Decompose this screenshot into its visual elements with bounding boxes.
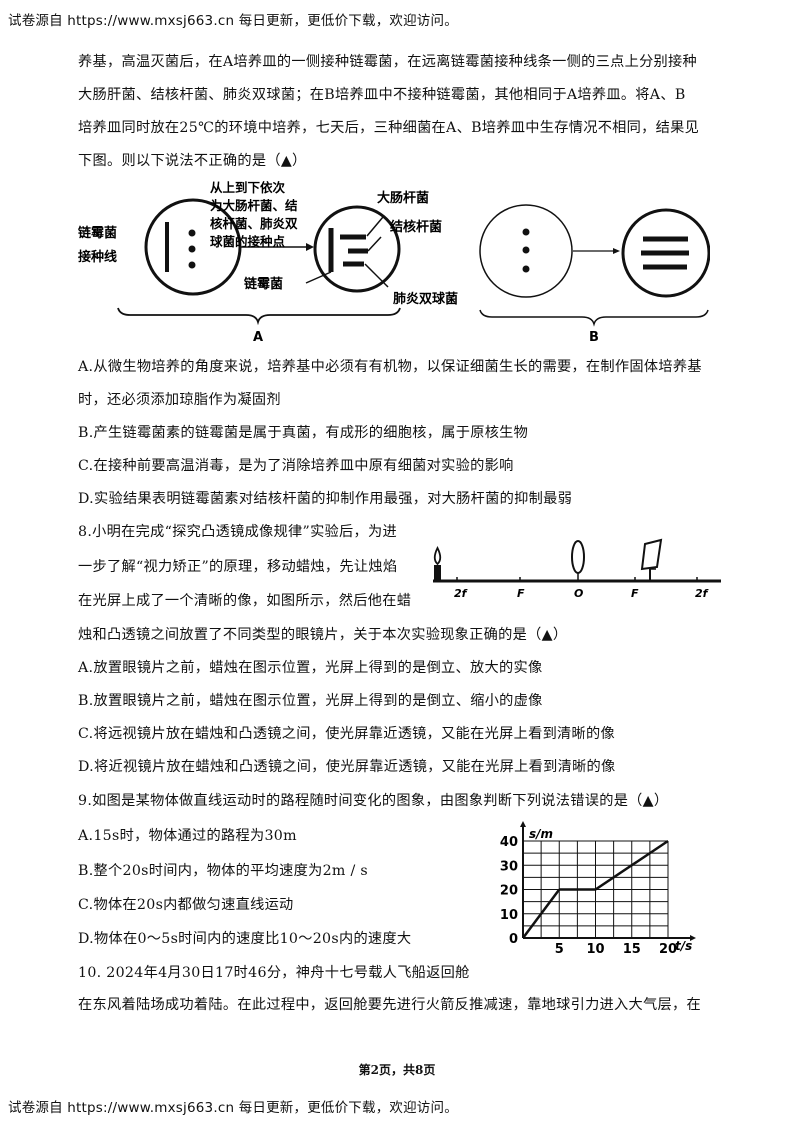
label-ecoli: 大肠杆菌 (377, 190, 429, 206)
series-segment (594, 839, 669, 891)
dish-a-before (144, 198, 242, 296)
q7-option-a-1: A.从微生物培养的角度来说，培养基中必须有有机物，以保证细菌生长的需要，在制作固… (78, 359, 702, 375)
candle-flame (433, 545, 442, 566)
label-streptomyces: 链霉菌 (243, 276, 283, 292)
page-number: 第2页，共8页 (358, 1063, 436, 1077)
q7-option-a-2: 时，还必须添加琼脂作为凝固剂 (78, 392, 281, 408)
series-segment (521, 888, 561, 939)
label-tb: 结核杆菌 (390, 219, 442, 235)
q7-option-c: C.在接种前要高温消毒，是为了消除培养皿中原有细菌对实验的影响 (78, 458, 514, 474)
q9-stem: 9.如图是某物体做直线运动时的路程随时间变化的图象，由图象判断下列说法错误的是（… (78, 793, 669, 809)
q7-intro-line-2: 大肠肝菌、结核杆菌、肺炎双球菌；在B培养皿中不接种链霉菌，其他相同于A培养皿。将… (78, 87, 686, 103)
brace-b (479, 309, 709, 327)
convex-lens (571, 540, 585, 574)
y-axis-label: s/m (529, 827, 553, 841)
page-footer-banner: 试卷源自 https://www.mxsj663.cn 每日更新，更低价下载，欢… (8, 1100, 458, 1116)
y-tick-label: 20 (500, 884, 518, 899)
label-streptomyces-line-1: 链霉菌 (77, 225, 117, 241)
x-tick-label: 20 (659, 942, 677, 957)
label-b: B (589, 330, 599, 345)
tick-label-2f-left: 2f (454, 587, 468, 600)
q7-option-d: D.实验结果表明链霉菌素对结核杆菌的抑制作用最强，对大肠杆菌的抑制最弱 (78, 491, 573, 507)
tick-label-2f-right: 2f (695, 587, 709, 600)
q8-option-a: A.放置眼镜片之前，蜡烛在图示位置，光屏上得到的是倒立、放大的实像 (78, 660, 543, 676)
x-axis-arrow (690, 935, 696, 941)
optical-bench-figure: 2f F O F 2f (433, 538, 721, 600)
x-tick-label: 10 (586, 942, 604, 957)
y-tick-label: 30 (500, 859, 518, 874)
q8-stem-1: 8.小明在完成“探究凸透镜成像规律”实验后，为进 (78, 524, 397, 540)
q9-option-c: C.物体在20s内都做匀速直线运动 (78, 897, 294, 913)
candle (434, 565, 441, 581)
q8-stem-4: 烛和凸透镜之间放置了不同类型的眼镜片，关于本次实验现象正确的是（▲） (78, 627, 568, 643)
q9-option-b: B.整个20s时间内，物体的平均速度为2m / s (78, 863, 368, 879)
label-order-3: 核杆菌、肺炎双 (210, 216, 298, 231)
label-a: A (253, 330, 263, 345)
q8-stem-3: 在光屏上成了一个清晰的像，如图所示，然后他在蜡 (78, 593, 412, 609)
q7-intro-line-4: 下图。则以下说法不正确的是（▲） (78, 153, 307, 169)
dish-b-before (479, 204, 573, 298)
x-axis-label: t/s (675, 939, 692, 953)
tick-label-o: O (574, 587, 583, 600)
tick-label-f-left: F (517, 587, 525, 600)
light-screen (640, 538, 663, 571)
page-header: 试卷源自 https://www.mxsj663.cn 每日更新，更低价下载，欢… (8, 13, 458, 29)
q9-option-d: D.物体在0～5s时间内的速度比10～20s内的速度大 (78, 931, 412, 947)
y-tick-label: 0 (509, 932, 518, 947)
q8-option-c: C.将远视镜片放在蜡烛和凸透镜之间，使光屏靠近透镜，又能在光屏上看到清晰的像 (78, 726, 616, 742)
label-order-4: 球菌的接种点 (210, 234, 286, 249)
q8-stem-2: 一步了解“视力矫正”的原理，移动蜡烛，先让烛焰 (78, 559, 398, 575)
distance-time-chart: 0 10 20 30 40 5 10 15 20 s/m t/s (500, 821, 696, 957)
x-tick-label: 5 (555, 942, 564, 957)
y-tick-label: 40 (500, 835, 518, 850)
dish-b-after (621, 208, 710, 298)
x-tick-label: 15 (623, 942, 641, 957)
brace-a (117, 307, 401, 326)
petri-dish-figure: 链霉菌 接种线 从上到下依次 为大肠杆菌、结 核杆菌、肺炎双 球菌的接种点 链霉… (77, 180, 710, 345)
q10-line-1: 10. 2024年4月30日17时46分，神舟十七号载人飞船返回舱 (78, 965, 470, 981)
y-tick-label: 10 (500, 908, 518, 923)
label-order-1: 从上到下依次 (210, 180, 286, 195)
tick-label-f-right: F (631, 587, 639, 600)
q7-intro-line-1: 养基，高温灭菌后，在A培养皿的一侧接种链霉菌，在远离链霉菌接种线条一侧的三点上分… (78, 54, 698, 70)
q7-option-b: B.产生链霉菌素的链霉菌是属于真菌，有成形的细胞核，属于原核生物 (78, 425, 529, 441)
q8-option-d: D.将近视镜片放在蜡烛和凸透镜之间，使光屏靠近透镜，又能在光屏上看到清晰的像 (78, 759, 616, 775)
label-streptomyces-line-2: 接种线 (78, 249, 117, 265)
label-order-2: 为大肠杆菌、结 (210, 198, 298, 213)
label-pneumo: 肺炎双球菌 (393, 291, 458, 307)
q7-intro-line-3: 培养皿同时放在25℃的环境中培养，七天后，三种细菌在A、B培养皿中生存情况不相同… (78, 120, 700, 136)
q10-line-2: 在东风着陆场成功着陆。在此过程中，返回舱要先进行火箭反推减速，靠地球引力进入大气… (78, 997, 701, 1013)
q8-option-b: B.放置眼镜片之前，蜡烛在图示位置，光屏上得到的是倒立、缩小的虚像 (78, 693, 543, 709)
y-axis-arrow (520, 821, 526, 827)
dish-a-after (313, 205, 401, 293)
q9-option-a: A.15s时，物体通过的路程为30m (78, 828, 297, 844)
